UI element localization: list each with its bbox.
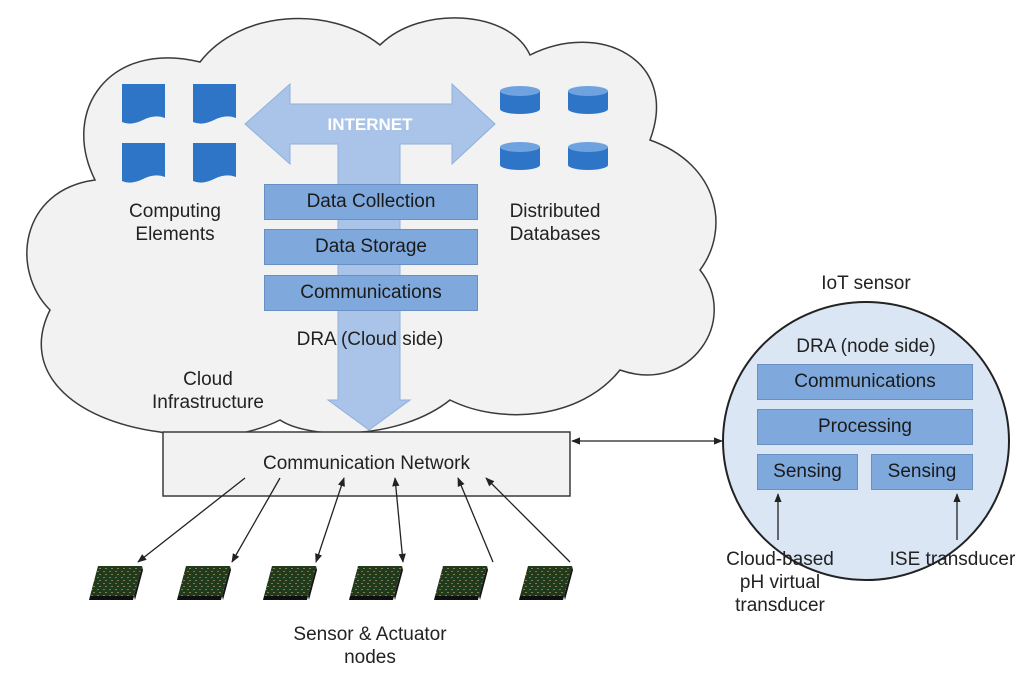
database-icon	[568, 142, 608, 170]
dra-cloud-label: DRA (Cloud side)	[296, 329, 444, 350]
sensor-nodes-label: Sensor & Actuator nodes	[255, 623, 485, 669]
document-icon	[193, 84, 236, 124]
ise-transducer-label: ISE transducer	[889, 549, 1016, 570]
circuit-board-icon	[349, 566, 403, 600]
document-icon	[122, 84, 165, 124]
dra-node-label: DRA (node side)	[796, 336, 936, 357]
cloud-infrastructure-line2: Infrastructure	[152, 392, 264, 413]
distributed-databases-line1: Distributed	[509, 201, 601, 222]
computing-elements-line1: Computing	[129, 201, 221, 222]
virtual-transducer-line1: Cloud-based	[726, 549, 834, 570]
document-icon	[193, 143, 236, 183]
database-icon	[568, 86, 608, 114]
iot-sensor-title: IoT sensor	[821, 273, 911, 294]
sensor-nodes	[89, 566, 573, 600]
cloud-infrastructure-label: Cloud Infrastructure	[128, 368, 288, 414]
distributed-databases-label: Distributed Databases	[490, 200, 620, 246]
sensor-nodes-line2: nodes	[344, 647, 396, 668]
communications-cloud-box: Communications	[264, 275, 478, 311]
communication-network-label: Communication Network	[263, 453, 470, 474]
circuit-board-icon	[89, 566, 143, 600]
virtual-transducer-label: Cloud-based pH virtual transducer	[710, 548, 850, 617]
sensor-nodes-line1: Sensor & Actuator	[293, 624, 447, 645]
iot-processing-box: Processing	[757, 409, 973, 445]
document-icon	[122, 143, 165, 183]
iot-sensing-right-box: Sensing	[871, 454, 973, 490]
database-icon	[500, 142, 540, 170]
cloud-infrastructure-line1: Cloud	[183, 369, 233, 390]
circuit-board-icon	[263, 566, 317, 600]
distributed-databases-line2: Databases	[509, 224, 601, 245]
iot-communications-box: Communications	[757, 364, 973, 400]
internet-label: INTERNET	[327, 115, 413, 134]
data-collection-box: Data Collection	[264, 184, 478, 220]
virtual-transducer-line2: pH virtual	[739, 572, 821, 593]
computing-elements-line2: Elements	[135, 224, 215, 245]
database-icons	[500, 86, 608, 170]
circuit-board-icon	[177, 566, 231, 600]
communication-network-box	[162, 431, 571, 497]
computing-elements-label: Computing Elements	[105, 200, 245, 246]
virtual-transducer-line3: transducer	[735, 595, 825, 616]
node-links	[137, 477, 571, 563]
circuit-board-icon	[434, 566, 488, 600]
iot-sensing-left-box: Sensing	[757, 454, 858, 490]
data-storage-box: Data Storage	[264, 229, 478, 265]
computing-elements-icons	[122, 84, 236, 183]
database-icon	[500, 86, 540, 114]
circuit-board-icon	[519, 566, 573, 600]
